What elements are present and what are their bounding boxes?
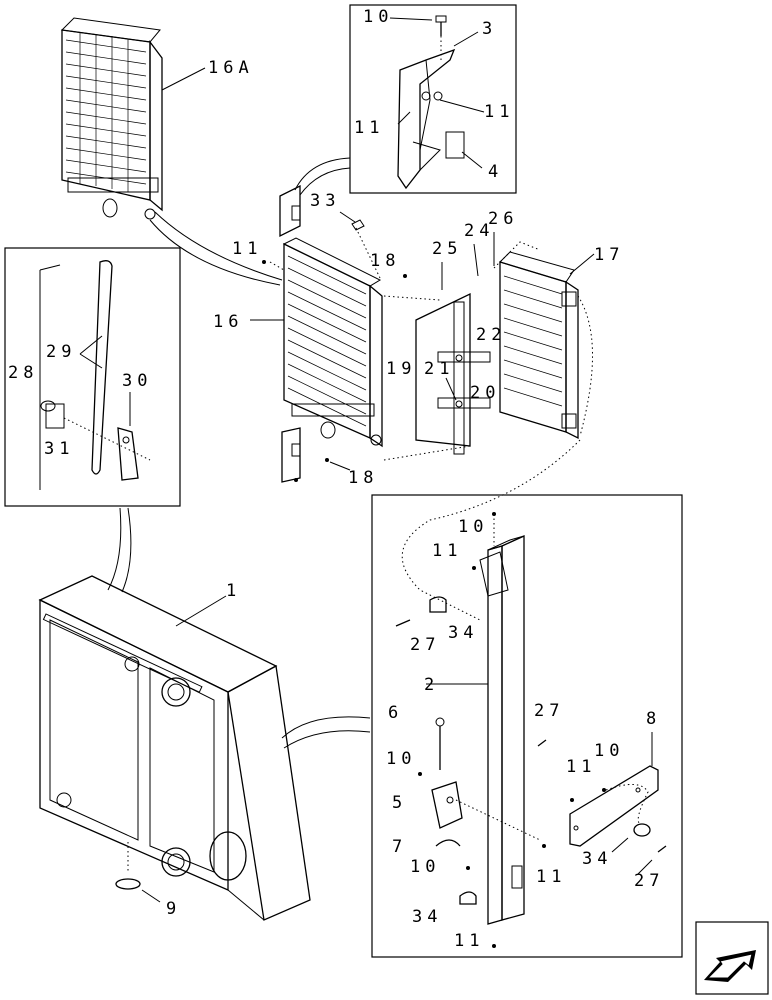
callout-20: 20 [470, 383, 500, 403]
callout-21: 21 [424, 359, 454, 379]
bracket-lower-small [281, 427, 301, 483]
callout-2: 2 [424, 675, 439, 695]
callout-22: 22 [476, 325, 506, 345]
callout-11g: 11 [454, 931, 484, 951]
grommet-9 [115, 878, 141, 890]
callout-17: 17 [594, 245, 624, 265]
callout-30: 30 [122, 371, 152, 391]
callout-34c: 34 [582, 849, 612, 869]
callout-16a: 16A [208, 58, 254, 78]
callout-1: 1 [226, 581, 241, 601]
clamp-34c [633, 823, 651, 837]
callout-4a: 4 [488, 162, 503, 182]
callout-27b: 27 [534, 701, 564, 721]
callout-3a: 3 [482, 19, 497, 39]
callout-19: 19 [386, 359, 416, 379]
callout-31: 31 [44, 439, 74, 459]
bracket-upper-small [279, 184, 301, 238]
callout-34a: 34 [448, 623, 478, 643]
callout-10c: 10 [386, 749, 416, 769]
callout-11d: 11 [432, 541, 462, 561]
callout-6: 6 [388, 703, 403, 723]
callout-24: 24 [464, 221, 494, 241]
callout-10e: 10 [594, 741, 624, 761]
bracket-3 [397, 48, 456, 190]
radiator-core-16a [60, 17, 163, 220]
callout-25: 25 [432, 239, 462, 259]
callout-16: 16 [213, 312, 243, 332]
callout-11b: 11 [354, 118, 384, 138]
callout-11c: 11 [232, 239, 262, 259]
callout-27a: 27 [410, 635, 440, 655]
clip-4 [445, 131, 465, 159]
mount-30 [117, 427, 139, 481]
callout-27c: 27 [634, 871, 664, 891]
callout-7: 7 [392, 837, 407, 857]
callout-10a: 10 [363, 7, 393, 27]
callout-11f: 11 [566, 757, 596, 777]
pin-7 [435, 839, 461, 847]
callout-10b: 10 [458, 517, 488, 537]
callout-5: 5 [392, 793, 407, 813]
radiator-frame-1 [38, 575, 311, 921]
callout-28: 28 [8, 363, 38, 383]
detail-inset-support-post [371, 494, 683, 958]
clamp-34b [459, 891, 477, 905]
radiator-core-16 [282, 237, 383, 448]
condenser-17 [499, 251, 579, 440]
callout-9: 9 [166, 899, 181, 919]
mounting-plate-19 [415, 292, 491, 455]
bracket-8 [569, 765, 659, 847]
clamp-34a [429, 596, 447, 613]
callout-10d: 10 [410, 857, 440, 877]
callout-18a: 18 [370, 251, 400, 271]
pin-31 [40, 400, 65, 429]
callout-33: 33 [310, 191, 340, 211]
bolt-10a [435, 15, 447, 36]
next-page-arrow-icon[interactable] [695, 921, 769, 995]
bracket-5 [431, 781, 463, 829]
support-rod-29 [91, 260, 113, 475]
bolt-27b [537, 739, 547, 747]
callout-11e: 11 [536, 867, 566, 887]
callout-11a: 11 [484, 102, 514, 122]
bolt-6 [435, 717, 445, 770]
callout-26: 26 [488, 209, 518, 229]
callout-29: 29 [46, 342, 76, 362]
support-post-2 [479, 534, 525, 925]
bolt-27a [395, 619, 411, 627]
callout-8: 8 [646, 709, 661, 729]
callout-34b: 34 [412, 907, 442, 927]
callout-18b: 18 [348, 468, 378, 488]
detail-inset-bracket [349, 4, 517, 194]
